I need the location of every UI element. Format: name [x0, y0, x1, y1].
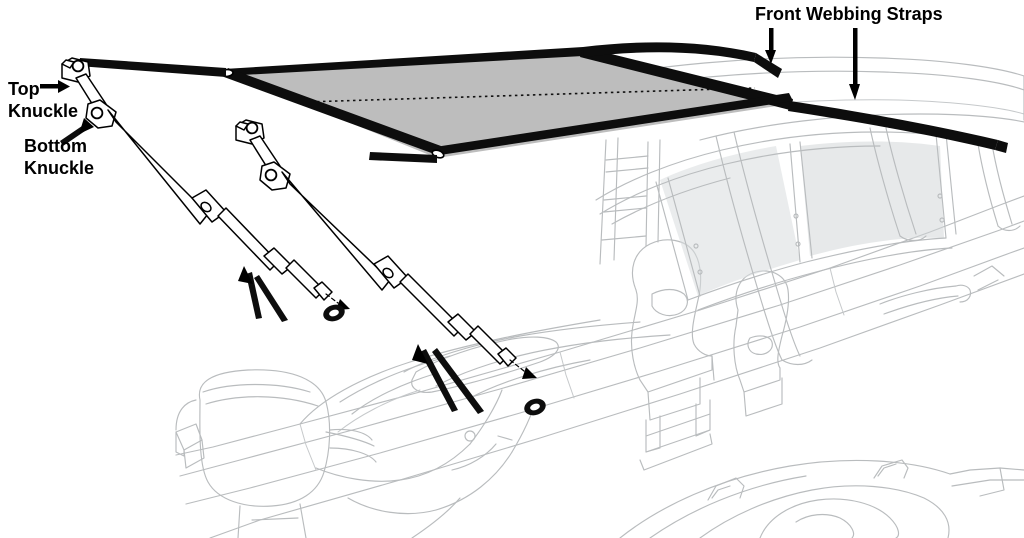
- bottom-knuckle-arrow: [60, 118, 94, 146]
- diagram-labels: Top Knuckle Bottom Knuckle Front Webbing…: [8, 4, 943, 178]
- pole-right-bottom-knuckle: [259, 161, 291, 191]
- label-leader-arrows: [40, 28, 860, 146]
- deck-hardware: [879, 265, 1005, 315]
- label-top-knuckle-line2: Knuckle: [8, 101, 78, 121]
- front-strap-arrow-right: [849, 28, 860, 100]
- boat-hull: [175, 195, 1024, 538]
- label-bottom-knuckle-line2: Knuckle: [24, 158, 94, 178]
- strap-rear-left: [78, 58, 226, 77]
- pole-callout-line-2: [432, 348, 484, 414]
- strap-front-left-tip: [754, 53, 782, 78]
- shade-canopy: [220, 47, 793, 159]
- boat-illustration: [175, 56, 1024, 538]
- pole-right-install-arrow: [509, 359, 525, 372]
- trailer: [619, 459, 1024, 538]
- front-webbing-straps-group: [78, 42, 1008, 163]
- support-pole-left: [61, 57, 350, 310]
- strap-front-left: [583, 42, 756, 62]
- pole-callout-arrow-2: [420, 349, 458, 412]
- radar-arch: [699, 113, 1024, 366]
- label-bottom-knuckle-line1: Bottom: [24, 136, 87, 156]
- strap-rear-right: [995, 140, 1008, 153]
- label-top-knuckle-line1: Top: [8, 79, 40, 99]
- windshield: [595, 131, 977, 311]
- strap-bottom-left-tail: [369, 152, 437, 163]
- outboard-motor: [175, 369, 377, 538]
- canopy-binding: [224, 47, 793, 155]
- boat-rigging: [315, 389, 537, 538]
- top-knuckle-arrow: [40, 80, 70, 93]
- support-pole-right: [235, 119, 537, 379]
- pole-left-install-arrow: [325, 293, 339, 304]
- deck-mount-eyelets: [323, 304, 546, 416]
- canopy-fabric: [224, 51, 790, 158]
- strap-front-right: [788, 101, 998, 150]
- boat-bow-deck: [299, 319, 671, 433]
- front-strap-arrow-left: [765, 28, 776, 64]
- pole-left-section-upper: [107, 109, 209, 225]
- label-front-webbing-straps: Front Webbing Straps: [755, 4, 943, 24]
- boarding-ladder: [599, 137, 661, 265]
- pole-callout-arrow-1: [246, 272, 262, 319]
- pole-left-bottom-knuckle: [85, 99, 117, 129]
- pole-callout-line-1: [254, 275, 288, 322]
- callout-arrows: [238, 266, 484, 414]
